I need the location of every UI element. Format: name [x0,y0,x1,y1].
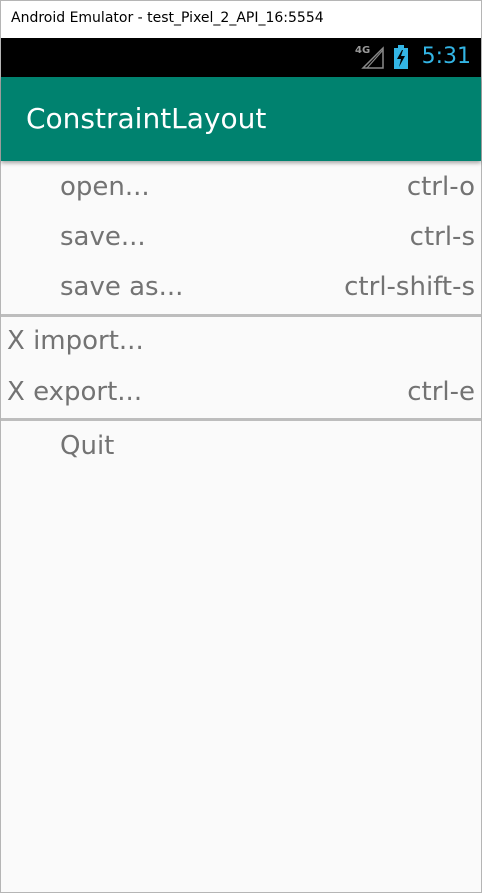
android-status-bar: 4G 5:31 [1,38,481,77]
app-toolbar: ConstraintLayout [1,77,481,161]
battery-charging-icon [394,45,408,69]
menu-item-shortcut: ctrl-o [406,172,475,202]
app-title: ConstraintLayout [26,102,267,135]
status-clock: 5:31 [421,44,471,69]
menu-divider [1,314,481,317]
window-title: Android Emulator - test_Pixel_2_API_16:5… [11,10,324,26]
menu-item-export[interactable]: X export... ctrl-e [1,369,481,419]
menu-item-label: save... [60,222,146,252]
menu-item-label: X import... [7,326,144,356]
menu-item-quit[interactable]: Quit [1,423,481,473]
menu-item-open[interactable]: open... ctrl-o [1,164,481,214]
menu-item-label: X export... [7,377,143,407]
menu-divider [1,418,481,421]
menu-item-label: open... [60,172,150,202]
menu-item-import[interactable]: X import... [1,318,481,368]
menu-item-label: save as... [60,272,184,302]
menu-content: open... ctrl-o save... ctrl-s save as...… [1,161,481,892]
menu-item-save-as[interactable]: save as... ctrl-shift-s [1,264,481,314]
network-type-label: 4G [355,45,371,56]
menu-item-save[interactable]: save... ctrl-s [1,214,481,264]
menu-item-shortcut: ctrl-e [407,377,475,407]
menu-item-shortcut: ctrl-s [409,222,475,252]
menu-item-shortcut: ctrl-shift-s [344,272,475,302]
menu-item-label: Quit [60,431,115,461]
signal-icon [361,46,384,69]
window-title-bar[interactable]: Android Emulator - test_Pixel_2_API_16:5… [1,1,481,38]
